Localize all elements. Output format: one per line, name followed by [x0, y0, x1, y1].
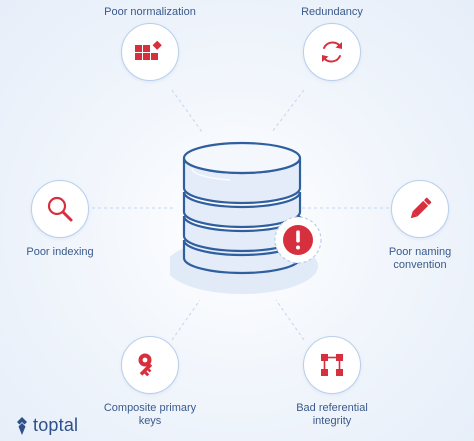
node-composite-primary-keys	[121, 336, 179, 394]
node-redundancy	[303, 23, 361, 81]
key-icon	[138, 353, 153, 377]
connector-redundancy	[271, 89, 305, 133]
linked-squares-icon	[321, 354, 343, 376]
toptal-logo: toptal	[14, 415, 78, 436]
node-poor-indexing	[31, 180, 89, 238]
connector-poor-normalization	[171, 89, 203, 133]
node-poor-normalization	[121, 23, 179, 81]
toptal-logo-icon	[17, 416, 27, 435]
grid-blocks-icon	[135, 41, 162, 60]
label-redundancy: Redundancy	[301, 6, 363, 18]
label-composite-primary-keys: Composite primary keys	[75, 402, 225, 428]
label-poor-naming-convention: Poor naming convention	[345, 246, 474, 272]
warning-badge-icon	[274, 216, 322, 264]
pencil-icon	[410, 197, 432, 219]
label-poor-naming-convention-text: Poor naming convention	[388, 246, 452, 271]
label-bad-referential-integrity: Bad referential integrity	[257, 402, 407, 428]
refresh-cycle-icon	[322, 41, 342, 63]
magnifier-icon	[47, 196, 73, 222]
database-cylinder-icon	[170, 141, 322, 294]
brand-name: toptal	[33, 415, 79, 435]
label-composite-primary-keys-text: Composite primary keys	[103, 402, 197, 427]
connector-composite-keys	[171, 299, 201, 341]
node-poor-naming-convention	[391, 180, 449, 238]
label-bad-referential-integrity-text: Bad referential integrity	[296, 402, 368, 427]
node-bad-referential-integrity	[303, 336, 361, 394]
label-poor-normalization: Poor normalization	[104, 6, 196, 18]
connector-referential	[275, 299, 305, 341]
label-poor-indexing: Poor indexing	[26, 246, 94, 258]
